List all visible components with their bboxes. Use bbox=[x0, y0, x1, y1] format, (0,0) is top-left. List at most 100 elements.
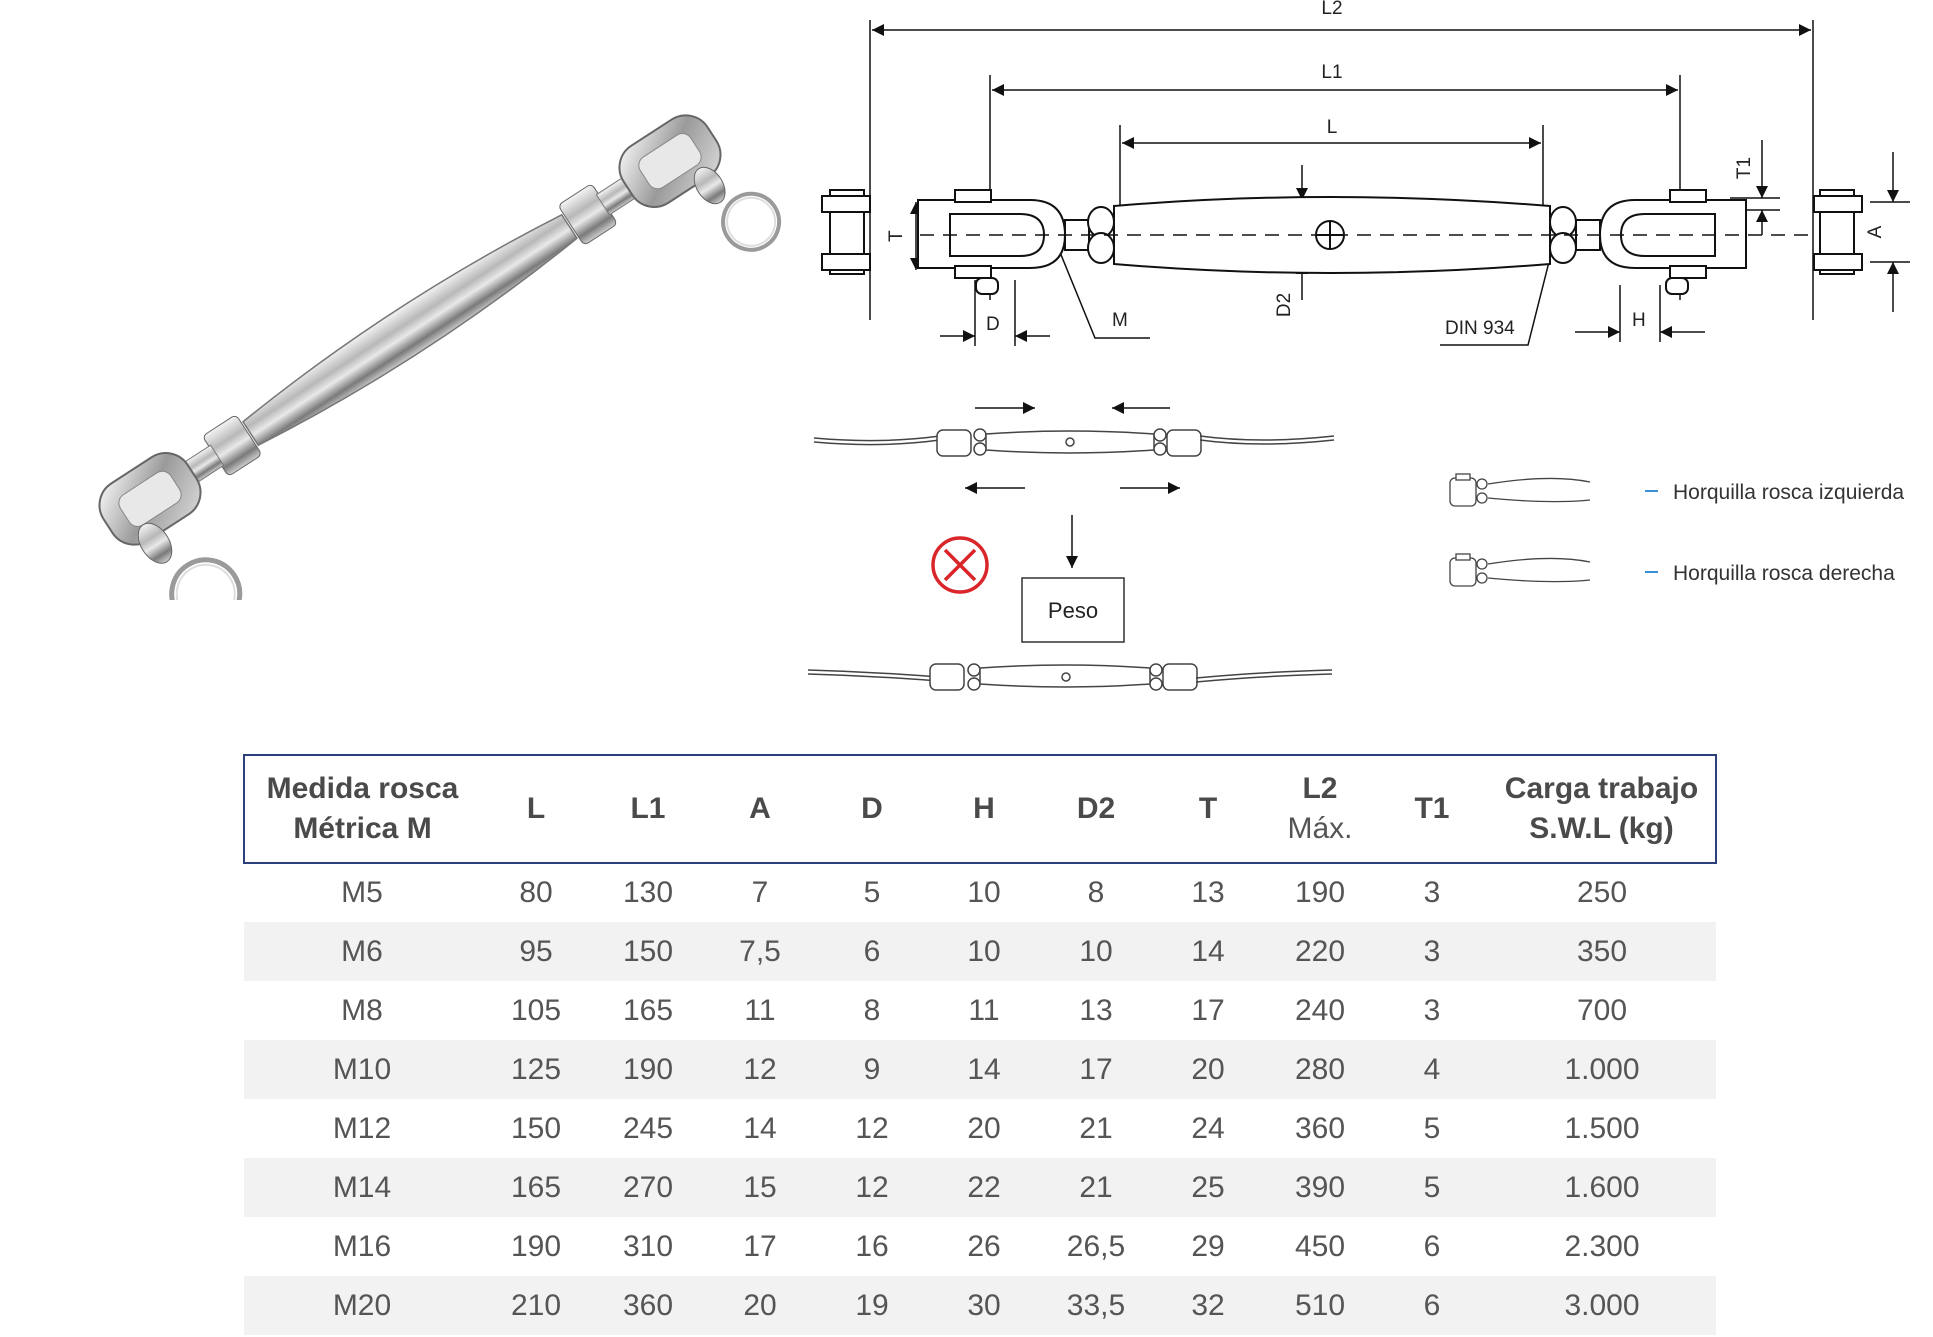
dimension-lines bbox=[869, 20, 1910, 346]
table-cell: 21 bbox=[1079, 1170, 1113, 1204]
table-cell: 19 bbox=[855, 1288, 889, 1322]
dim-label-l2: L2 bbox=[1321, 0, 1342, 19]
table-cell: 310 bbox=[622, 1229, 674, 1263]
table-cell: 5 bbox=[863, 876, 881, 909]
column-header-line1: Medida rosca bbox=[266, 772, 459, 805]
dim-label-din: DIN 934 bbox=[1445, 318, 1515, 339]
column-header-line1: L bbox=[526, 792, 546, 825]
right-fork bbox=[618, 114, 782, 252]
table-cell: 360 bbox=[622, 1288, 674, 1322]
table-cell: 12 bbox=[855, 1111, 889, 1145]
column-header-line1: T bbox=[1198, 792, 1218, 825]
table-cell: 700 bbox=[1576, 993, 1628, 1027]
peso-label: Peso bbox=[1048, 598, 1098, 623]
legend-item-left-thread: Horquilla rosca izquierda bbox=[1449, 473, 1904, 507]
table-cell: 4 bbox=[1423, 1052, 1441, 1086]
dim-label-l: L bbox=[1327, 117, 1338, 138]
table-cell: 250 bbox=[1576, 876, 1628, 909]
table-cell: 3.000 bbox=[1564, 1288, 1640, 1322]
column-header-line1: L1 bbox=[630, 792, 666, 825]
table-cell: 190 bbox=[622, 1052, 674, 1086]
table-cell: 360 bbox=[1294, 1111, 1346, 1145]
table-cell: 15 bbox=[743, 1170, 777, 1204]
table-cell: 8 bbox=[863, 993, 881, 1027]
table-cell: M10 bbox=[332, 1052, 392, 1086]
table-cell: 210 bbox=[510, 1288, 562, 1322]
table-cell: M6 bbox=[341, 934, 383, 968]
table-cell: 11 bbox=[968, 993, 1000, 1027]
column-header: T1 bbox=[1376, 754, 1488, 864]
table-cell: 1.500 bbox=[1564, 1111, 1640, 1145]
legend: Horquilla rosca izquierda Horquilla rosc… bbox=[1449, 473, 1904, 587]
table-cell: 25 bbox=[1191, 1170, 1225, 1204]
forbidden-icon bbox=[931, 536, 989, 594]
table-cell: 13 bbox=[1079, 993, 1113, 1027]
dim-label-t: T bbox=[886, 230, 907, 242]
table-cell: 3 bbox=[1423, 876, 1441, 909]
table-cell: 5 bbox=[1423, 1170, 1441, 1204]
table-cell: 33,5 bbox=[1066, 1288, 1126, 1322]
table-cell: 20 bbox=[967, 1111, 1001, 1145]
table-cell: M5 bbox=[341, 876, 383, 909]
table-cell: 10 bbox=[967, 876, 1001, 909]
table-cell: 21 bbox=[1079, 1111, 1113, 1145]
left-fork bbox=[98, 452, 243, 600]
table-cell: M12 bbox=[332, 1111, 392, 1145]
table-cell: 16 bbox=[855, 1229, 889, 1263]
column-header-line1: Carga trabajo bbox=[1504, 772, 1699, 805]
table-cell: 125 bbox=[510, 1052, 562, 1086]
column-header: L bbox=[480, 754, 592, 864]
table-cell: 95 bbox=[519, 934, 553, 968]
table-cell: 165 bbox=[622, 993, 674, 1027]
table-cell: M14 bbox=[332, 1170, 392, 1204]
table-cell: 1.000 bbox=[1564, 1052, 1640, 1086]
dim-label-h: H bbox=[1632, 310, 1646, 331]
dim-label-m: M bbox=[1112, 310, 1128, 331]
column-header-line1: L2 bbox=[1302, 772, 1338, 805]
table-cell: 390 bbox=[1294, 1170, 1346, 1204]
table-cell: 26,5 bbox=[1066, 1229, 1126, 1263]
table-cell: 150 bbox=[622, 934, 674, 968]
table-cell: 80 bbox=[519, 876, 553, 909]
table-cell: 20 bbox=[743, 1288, 777, 1322]
table-cell: 3 bbox=[1423, 993, 1441, 1027]
column-header: L1 bbox=[592, 754, 704, 864]
table-cell: 14 bbox=[967, 1052, 1001, 1086]
table-cell: 13 bbox=[1191, 876, 1225, 909]
table-cell: 1.600 bbox=[1564, 1170, 1640, 1204]
table-cell: 165 bbox=[510, 1170, 562, 1204]
dim-label-d2: D2 bbox=[1274, 293, 1295, 317]
table-cell: 190 bbox=[510, 1229, 562, 1263]
table-cell: 510 bbox=[1294, 1288, 1346, 1322]
turnbuckle-body bbox=[242, 213, 578, 447]
table-cell: 105 bbox=[510, 993, 562, 1027]
table-cell: 8 bbox=[1087, 876, 1105, 909]
technical-diagram: L2 L1 L T D M D2 DIN 934 H T1 A Peso bbox=[807, 0, 1910, 691]
dim-label-t1: T1 bbox=[1734, 157, 1755, 179]
table-cell: 11 bbox=[744, 993, 776, 1027]
table-cell: 7 bbox=[751, 876, 769, 909]
table-cell: 190 bbox=[1294, 876, 1346, 909]
table-cell: 12 bbox=[855, 1170, 889, 1204]
column-header: T bbox=[1152, 754, 1264, 864]
table-cell: 20 bbox=[1191, 1052, 1225, 1086]
table-cell: M8 bbox=[341, 993, 383, 1027]
table-cell: 6 bbox=[863, 934, 881, 968]
table-cell: 10 bbox=[967, 934, 1001, 968]
column-header: H bbox=[928, 754, 1040, 864]
table-cell: 10 bbox=[1079, 934, 1113, 968]
table-cell: 280 bbox=[1294, 1052, 1346, 1086]
table-cell: 17 bbox=[743, 1229, 777, 1263]
